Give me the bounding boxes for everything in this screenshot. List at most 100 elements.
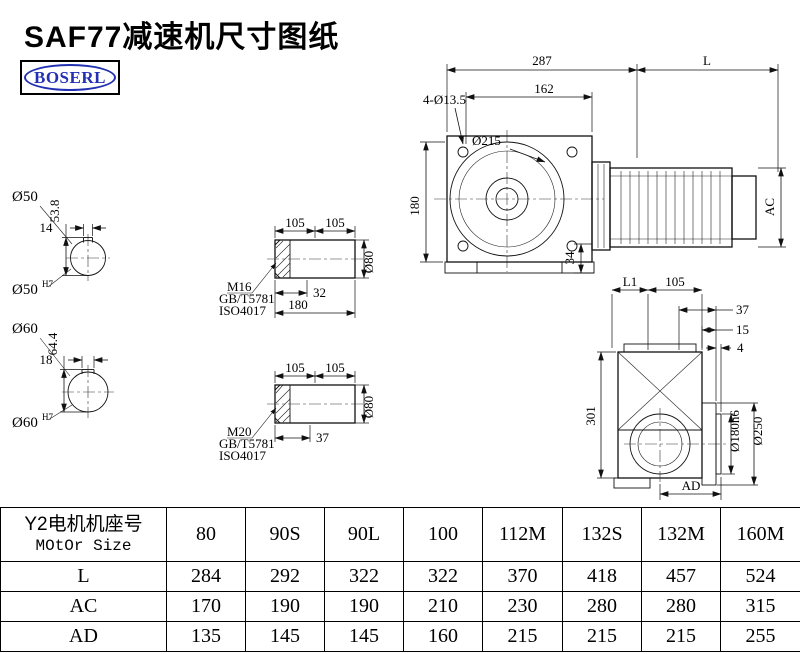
col-header: 90L xyxy=(324,507,404,562)
side-view: L1 105 37 15 4 301 Ø180h6 Ø250 AD xyxy=(583,274,765,500)
dim-53-8: 53.8 xyxy=(47,200,62,223)
standard-gb: GB/T5781 xyxy=(219,436,275,451)
table-cell: 284 xyxy=(166,561,246,592)
table-cell: 322 xyxy=(324,561,404,592)
table-row-L: L 284 292 322 322 370 418 457 524 xyxy=(0,561,800,592)
dim-AD: AD xyxy=(682,478,701,493)
dim-18: 18 xyxy=(40,352,53,367)
thread-label: M20 xyxy=(227,424,252,439)
dim-d80: Ø80 xyxy=(361,251,376,273)
table-cell: 418 xyxy=(562,561,642,592)
dim-d215: Ø215 xyxy=(472,133,501,148)
label-d60h7: Ø60 xyxy=(12,415,38,431)
motor-body xyxy=(609,167,733,248)
table-cell: 190 xyxy=(324,591,404,622)
row-label: AD xyxy=(0,621,167,652)
row-label: AC xyxy=(0,591,167,622)
bolt-hole xyxy=(566,240,578,252)
shaft-section-60: Ø60 18 64.4 Ø60 H7 xyxy=(12,321,114,431)
table-cell: 457 xyxy=(641,561,721,592)
col-header: 112M xyxy=(482,507,563,562)
table-cell: 230 xyxy=(482,591,563,622)
dim-L: L xyxy=(703,53,711,68)
table-header-row: Y2电机机座号 MOtOr Size 80 90S 90L 100 112M 1… xyxy=(0,507,800,562)
dim-105-left: 105 xyxy=(285,360,305,375)
table-cell: 255 xyxy=(720,621,800,652)
dim-d250: Ø250 xyxy=(750,417,765,446)
dim-14: 14 xyxy=(40,220,54,235)
table-cell: 135 xyxy=(166,621,246,652)
standard-gb: GB/T5781 xyxy=(219,291,275,306)
dim-105-right: 105 xyxy=(325,360,345,375)
dim-105: 105 xyxy=(665,274,685,289)
table-cell: 145 xyxy=(245,621,325,652)
dim-64-4: 64.4 xyxy=(45,332,60,355)
mounting-base xyxy=(444,261,595,274)
table-cell: 145 xyxy=(324,621,404,652)
motor-adapter xyxy=(591,161,611,251)
technical-drawing: 287 L 162 4-Ø13.5 Ø215 180 34 AC Ø50 xyxy=(12,53,786,500)
dim-105-left: 105 xyxy=(285,215,305,230)
table-cell: 280 xyxy=(562,591,642,622)
dim-bolt-holes: 4-Ø13.5 xyxy=(423,92,466,107)
shaft-detail-m16: 105 105 Ø80 32 180 M16 GB/T5781 ISO4017 xyxy=(219,215,376,318)
flange-circle-215 xyxy=(449,141,565,257)
thread-label: M16 xyxy=(227,279,252,294)
dim-162: 162 xyxy=(534,81,554,96)
dim-d80: Ø80 xyxy=(361,396,376,418)
table-row-AD: AD 135 145 145 160 215 215 215 255 xyxy=(0,621,800,652)
table-cell: 322 xyxy=(403,561,483,592)
label-d50h7-tol: H7 xyxy=(42,279,53,289)
col-header: 160M xyxy=(720,507,800,562)
col-header: 80 xyxy=(166,507,246,562)
dim-301: 301 xyxy=(583,406,598,426)
bolt-hole xyxy=(457,240,469,252)
side-foot xyxy=(613,477,651,489)
logo-text: BOSERL xyxy=(34,67,106,87)
dim-32: 32 xyxy=(313,285,326,300)
table-row-AC: AC 170 190 190 210 230 280 280 315 xyxy=(0,591,800,622)
table-cell: 170 xyxy=(166,591,246,622)
dim-4: 4 xyxy=(737,340,744,355)
dim-37: 37 xyxy=(736,302,750,317)
dim-37: 37 xyxy=(316,430,330,445)
col-header: 132M xyxy=(641,507,721,562)
header-motor-size-cn: Y2电机机座号 xyxy=(24,513,143,535)
row-label: L xyxy=(0,561,167,592)
table-cell: 280 xyxy=(641,591,721,622)
dim-180-length: 180 xyxy=(288,297,308,312)
col-header: 100 xyxy=(403,507,483,562)
dim-287: 287 xyxy=(532,53,552,68)
motor-end-cap xyxy=(731,175,757,240)
front-view: 287 L 162 4-Ø13.5 Ø215 180 34 AC xyxy=(407,53,786,274)
table-cell: 215 xyxy=(562,621,642,652)
dim-L1: L1 xyxy=(623,274,637,289)
standard-iso: ISO4017 xyxy=(219,303,266,318)
label-d60: Ø60 xyxy=(12,321,38,337)
dim-34: 34 xyxy=(562,251,577,265)
motor-fins xyxy=(620,171,721,244)
standard-iso: ISO4017 xyxy=(219,448,266,463)
table-cell: 215 xyxy=(641,621,721,652)
dimension-table: Y2电机机座号 MOtOr Size 80 90S 90L 100 112M 1… xyxy=(0,507,800,652)
header-motor-size-en: MOtOr Size xyxy=(35,537,132,556)
label-d50h7: Ø50 xyxy=(12,282,38,298)
table-cell: 370 xyxy=(482,561,563,592)
dim-105-right: 105 xyxy=(325,215,345,230)
page-title: SAF77减速机尺寸图纸 xyxy=(24,21,340,54)
table-cell: 215 xyxy=(482,621,563,652)
dim-d180: Ø180h6 xyxy=(727,410,742,452)
col-header: 132S xyxy=(562,507,642,562)
label-d60h7-tol: H7 xyxy=(42,412,53,422)
table-cell: 160 xyxy=(403,621,483,652)
table-cell: 524 xyxy=(720,561,800,592)
bolt-hole xyxy=(566,146,578,158)
output-spigot xyxy=(715,413,722,475)
table-cell: 210 xyxy=(403,591,483,622)
label-d50: Ø50 xyxy=(12,189,38,205)
dim-180: 180 xyxy=(407,196,422,216)
table-cell: 190 xyxy=(245,591,325,622)
header-motor-size: Y2电机机座号 MOtOr Size xyxy=(0,507,167,562)
table-cell: 292 xyxy=(245,561,325,592)
